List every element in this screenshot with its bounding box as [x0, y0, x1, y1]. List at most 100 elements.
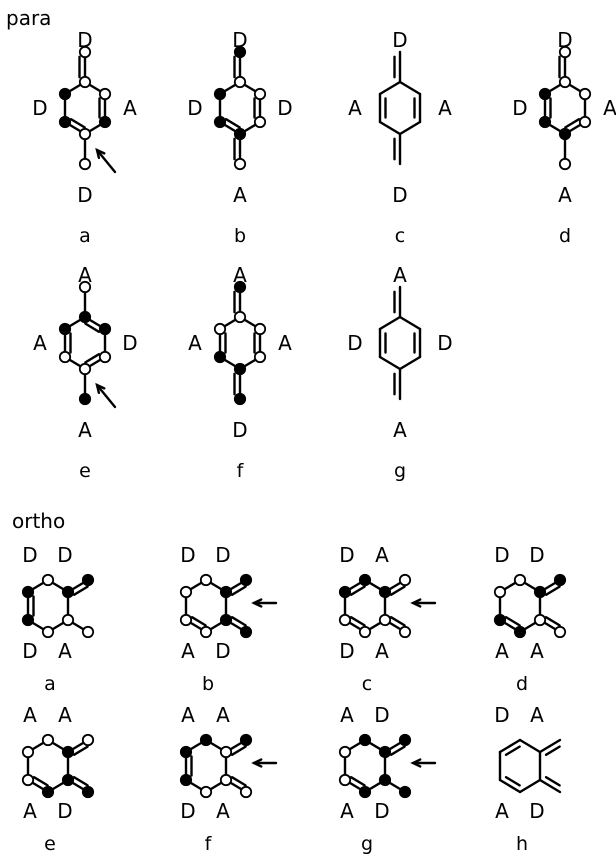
substituent-top-right: A	[375, 543, 389, 567]
open-atom-dot	[239, 785, 253, 799]
substituent-top-right: A	[530, 703, 544, 727]
substituent-bottom-left: D	[339, 639, 354, 663]
filled-atom-dot	[493, 613, 507, 627]
substituent-top: D	[232, 28, 247, 52]
filled-atom-dot	[81, 573, 95, 587]
open-atom-dot	[378, 613, 392, 627]
arrow-head	[95, 382, 106, 394]
filled-atom-dot	[398, 785, 412, 799]
open-atom-dot	[213, 322, 227, 336]
double-bond-line	[230, 745, 247, 756]
double-bond-line	[84, 353, 101, 364]
filled-atom-dot	[61, 585, 75, 599]
double-bond-line	[72, 776, 89, 787]
double-bond-line	[230, 616, 247, 627]
filled-atom-dot	[179, 773, 193, 787]
filled-atom-dot	[61, 773, 75, 787]
substituent-bottom-left: A	[495, 639, 509, 663]
molecule-caption: a	[44, 673, 56, 695]
molecule-caption: d	[516, 673, 528, 695]
open-atom-dot	[253, 350, 267, 364]
substituent-top-left: D	[494, 543, 509, 567]
substituent-bottom-left: A	[495, 799, 509, 823]
filled-atom-dot	[338, 585, 352, 599]
open-atom-dot	[398, 625, 412, 639]
substituent-bottom-right: D	[374, 799, 389, 823]
double-bond-line	[564, 118, 581, 129]
double-bond-line	[349, 776, 366, 787]
ortho-section-title: ortho	[12, 509, 65, 533]
double-bond-line	[349, 616, 366, 627]
open-atom-dot	[21, 745, 35, 759]
filled-atom-dot	[21, 613, 35, 627]
double-bond-line	[72, 745, 89, 756]
molecule-caption: e	[44, 833, 56, 855]
bond	[398, 80, 422, 96]
substituent-top-right: D	[374, 703, 389, 727]
filled-atom-dot	[199, 733, 213, 747]
open-atom-dot	[219, 745, 233, 759]
open-atom-dot	[253, 115, 267, 129]
open-atom-dot	[533, 613, 547, 627]
substituent-bottom-left: A	[181, 639, 195, 663]
double-bond-line	[349, 585, 366, 596]
substituent-left: D	[512, 96, 527, 120]
substituent-right: A	[438, 96, 452, 120]
substituent-left: A	[188, 331, 202, 355]
substituent-top-left: A	[340, 703, 354, 727]
filled-atom-dot	[179, 745, 193, 759]
open-atom-dot	[41, 625, 55, 639]
bond	[518, 738, 542, 754]
substituent-top-right: D	[57, 543, 72, 567]
open-atom-dot	[179, 585, 193, 599]
substituent-right: D	[277, 96, 292, 120]
open-atom-dot	[98, 350, 112, 364]
substituent-top: D	[77, 28, 92, 52]
open-atom-dot	[81, 625, 95, 639]
bond	[378, 315, 402, 331]
substituent-bottom-left: D	[180, 799, 195, 823]
double-bond-line	[84, 322, 101, 333]
open-atom-dot	[219, 773, 233, 787]
bond	[398, 355, 422, 371]
open-atom-dot	[398, 573, 412, 587]
filled-atom-dot	[21, 585, 35, 599]
open-atom-dot	[98, 87, 112, 101]
open-atom-dot	[41, 733, 55, 747]
substituent-bottom-right: A	[58, 639, 72, 663]
substituent-left: D	[32, 96, 47, 120]
molecule-caption: g	[361, 833, 373, 855]
filled-atom-dot	[213, 87, 227, 101]
bond	[378, 120, 402, 136]
substituent-right: A	[278, 331, 292, 355]
open-atom-dot	[199, 785, 213, 799]
substituent-top-left: D	[180, 543, 195, 567]
bond	[398, 120, 422, 136]
substituent-top-left: D	[339, 543, 354, 567]
arrow-head	[251, 598, 263, 608]
arrow-icon	[95, 383, 117, 409]
substituent-top: A	[233, 263, 247, 287]
molecule-caption: e	[79, 460, 91, 482]
substituent-top-right: D	[215, 543, 230, 567]
substituent-left: A	[348, 96, 362, 120]
filled-atom-dot	[533, 585, 547, 599]
arrow-head	[410, 758, 422, 768]
open-atom-dot	[493, 585, 507, 599]
substituent-right: D	[437, 331, 452, 355]
open-atom-dot	[78, 45, 92, 59]
filled-atom-dot	[239, 625, 253, 639]
filled-atom-dot	[398, 733, 412, 747]
filled-atom-dot	[41, 785, 55, 799]
open-atom-dot	[199, 573, 213, 587]
substituent-top-left: A	[181, 703, 195, 727]
double-bond-line	[389, 745, 406, 756]
double-bond-line	[389, 616, 406, 627]
filled-atom-dot	[239, 733, 253, 747]
